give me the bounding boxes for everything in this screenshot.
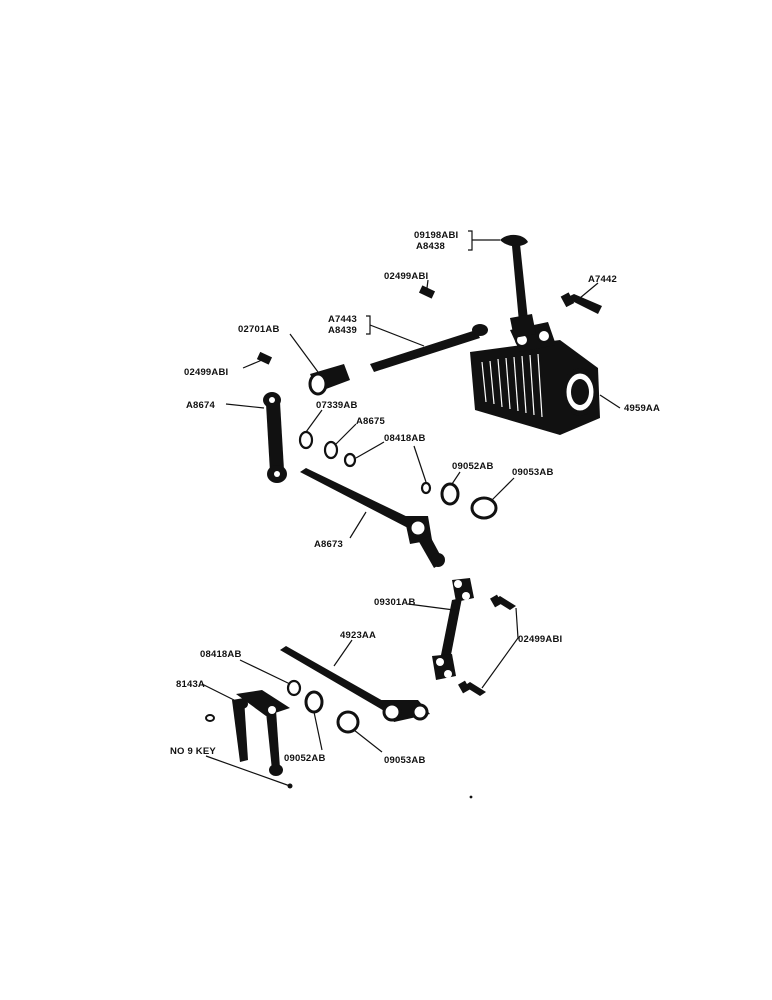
label-09053ab-bottom: 09053AB (384, 755, 426, 766)
label-02499abi-right: 02499ABI (518, 634, 562, 645)
ring-09052ab-bottom (304, 690, 324, 714)
label-4959aa: 4959AA (624, 403, 660, 414)
label-02499abi-left: 02499ABI (184, 367, 228, 378)
leader-lines (201, 230, 621, 787)
label-09198abi: 09198ABI (414, 230, 458, 241)
label-08418ab-top: 08418AB (384, 433, 426, 444)
housing-4959aa (470, 322, 600, 435)
label-08418ab-bottom: 08418AB (200, 649, 242, 660)
ring-small-top (420, 481, 432, 495)
label-no9-key: NO 9 KEY (170, 746, 216, 757)
ring-09052ab-top (440, 482, 460, 506)
pin-02499abi-top (418, 285, 436, 299)
label-07339ab: 07339AB (316, 400, 358, 411)
label-09301ab: 09301AB (374, 597, 416, 608)
label-a8439: A8439 (328, 325, 357, 336)
washer-08418ab-bottom (286, 679, 302, 697)
lever-09198abi (500, 234, 536, 338)
label-09052ab-top: 09052AB (452, 461, 494, 472)
washer-07339ab (298, 430, 314, 450)
ring-09053ab-bottom (336, 710, 360, 734)
washer-08418ab-top (343, 452, 357, 468)
label-a8673: A8673 (314, 539, 343, 550)
washer-a8675 (323, 440, 339, 460)
label-09053ab-top: 09053AB (512, 467, 554, 478)
bolt-a7442 (560, 292, 602, 314)
shaft-a8673 (300, 468, 445, 568)
label-a8674: A8674 (186, 400, 216, 411)
label-a7442: A7442 (588, 274, 617, 285)
key-no9 (205, 714, 215, 722)
label-09052ab-bottom: 09052AB (284, 753, 326, 764)
lever-a8674 (263, 392, 287, 483)
label-a8675: A8675 (356, 416, 386, 427)
part-labels: 09198ABI A8438 02499ABI A7442 A7443 A843… (170, 230, 660, 766)
label-4923aa: 4923AA (340, 630, 376, 641)
clevis-02701ab (308, 364, 350, 396)
shaft-4923aa (280, 646, 430, 722)
label-a8438: A8438 (416, 241, 445, 252)
pin-02499abi-left (256, 351, 273, 365)
bolts-02499abi-right (458, 594, 516, 696)
rod-a7443 (370, 324, 488, 372)
label-02701ab: 02701AB (238, 324, 280, 335)
ring-09053ab-top (470, 496, 498, 520)
label-a7443: A7443 (328, 314, 357, 325)
label-8143a: 8143A (176, 679, 205, 690)
fork-8143a (232, 690, 290, 776)
lever-09301ab (432, 578, 474, 680)
speck (469, 795, 473, 799)
label-02499abi-top: 02499ABI (384, 271, 428, 282)
